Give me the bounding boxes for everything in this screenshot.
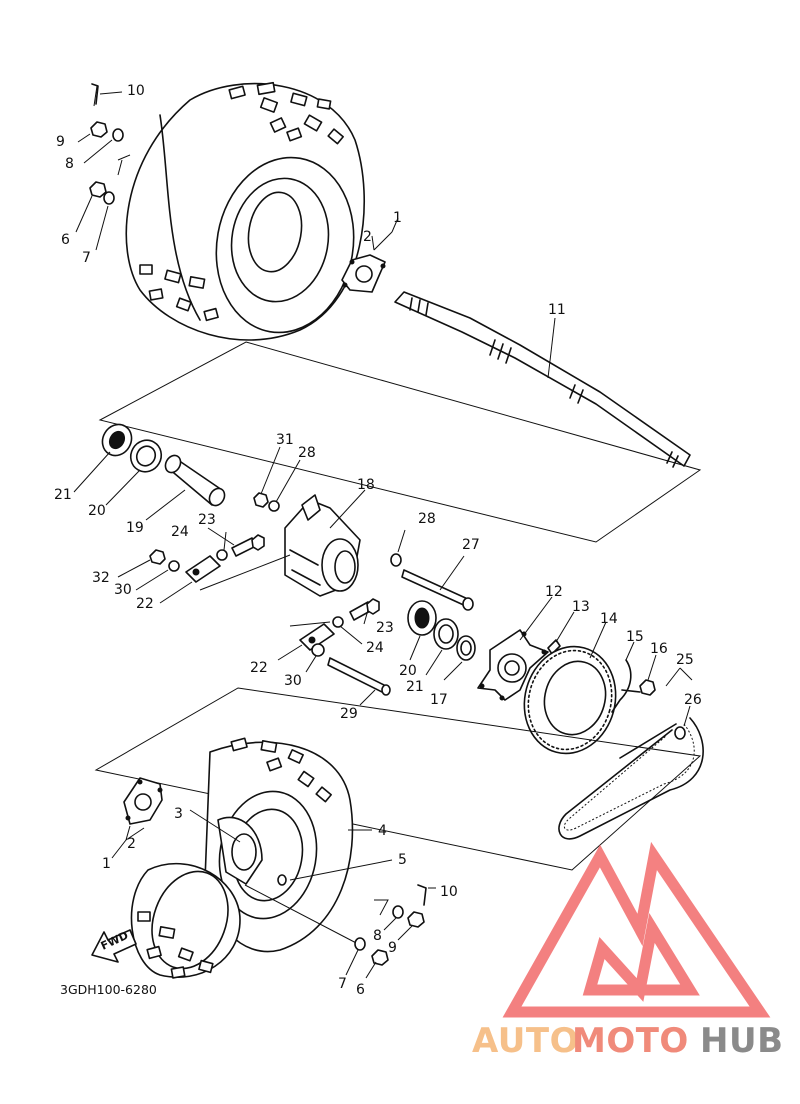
label-14: 14: [600, 611, 618, 627]
rear-wheel-bottom: [130, 737, 393, 979]
drive-chain: [558, 667, 704, 840]
label-29: 29: [340, 706, 358, 722]
label-24-right: 24: [366, 640, 384, 656]
watermark-hub: HUB: [700, 1021, 783, 1061]
bottom-wheel-fasteners: [277, 874, 436, 979]
label-10-top: 10: [127, 83, 145, 99]
label-6-bottom: 6: [356, 982, 365, 998]
label-5: 5: [398, 852, 407, 868]
clamp-right: [277, 598, 391, 706]
hub-bottom: [111, 777, 163, 859]
label-2-bottom: 2: [127, 836, 136, 852]
chain-guard-clip: [611, 641, 657, 713]
label-21-right: 21: [406, 679, 424, 695]
label-24-left: 24: [171, 524, 189, 540]
axle-housing-bracket: [284, 489, 366, 597]
label-2-top: 2: [363, 229, 372, 245]
label-28-top: 28: [298, 445, 316, 461]
spacer-tube: [145, 454, 226, 521]
label-30-left: 30: [114, 582, 132, 598]
label-20-right: 20: [399, 663, 417, 679]
tire-tread: [139, 81, 344, 322]
label-28-right: 28: [418, 511, 436, 527]
callout-labels: 10 9 8 6 7 1 2 11 31 28 21 20 19 18 23 2…: [54, 83, 702, 998]
label-18: 18: [357, 477, 375, 493]
sprocket-hub: [477, 596, 575, 701]
label-1-bottom: 1: [102, 856, 111, 872]
label-17: 17: [430, 692, 448, 708]
bearings-left: [73, 423, 163, 506]
label-16: 16: [650, 641, 668, 657]
bearings-right: [407, 600, 476, 681]
label-21-left: 21: [54, 487, 72, 503]
label-7-bottom: 7: [338, 976, 347, 992]
label-20-left: 20: [88, 503, 106, 519]
label-30-right: 30: [284, 673, 302, 689]
label-10-bottom: 10: [440, 884, 458, 900]
label-22-left: 22: [136, 596, 154, 612]
label-1-top: 1: [393, 210, 402, 226]
label-12: 12: [545, 584, 563, 600]
label-32: 32: [92, 570, 110, 586]
wheel-assembly-outline: [94, 687, 702, 871]
label-9-bottom: 9: [388, 940, 397, 956]
label-25: 25: [676, 652, 694, 668]
forward-arrow: FWD: [91, 929, 137, 963]
rear-wheel-top: [125, 81, 365, 341]
label-9-top: 9: [56, 134, 65, 150]
rear-axle: [394, 291, 691, 468]
label-13: 13: [572, 599, 590, 615]
label-27: 27: [462, 537, 480, 553]
top-wheel-fasteners: [75, 83, 131, 251]
label-3: 3: [174, 806, 183, 822]
watermark-moto: MOTO: [572, 1021, 689, 1061]
label-6-top: 6: [61, 232, 70, 248]
automotohub-logo: [502, 841, 771, 1018]
bolt-27: [390, 529, 474, 611]
label-15: 15: [626, 629, 644, 645]
watermark-wordmark: AUTO MOTO HUB: [472, 1021, 783, 1061]
label-19: 19: [126, 520, 144, 536]
label-23-right: 23: [376, 620, 394, 636]
small-nuts-top: [253, 446, 301, 512]
label-7-top: 7: [82, 250, 91, 266]
watermark-auto: AUTO: [472, 1021, 579, 1061]
logo-triangle: [502, 841, 771, 1018]
label-8-top: 8: [65, 156, 74, 172]
label-22-right: 22: [250, 660, 268, 676]
label-11: 11: [548, 302, 566, 318]
clamp-left: [117, 527, 291, 604]
assembly-outline: [98, 341, 702, 543]
label-31: 31: [276, 432, 294, 448]
drive-sprocket: [523, 621, 617, 755]
label-4: 4: [378, 823, 387, 839]
diagram-code: 3GDH100-6280: [60, 982, 157, 997]
label-26: 26: [684, 692, 702, 708]
logo-inner-mark: [582, 913, 700, 1002]
tire-tread-bottom: [137, 737, 332, 979]
label-8-bottom: 8: [373, 928, 382, 944]
hub-top: [341, 217, 399, 293]
label-23-left: 23: [198, 512, 216, 528]
